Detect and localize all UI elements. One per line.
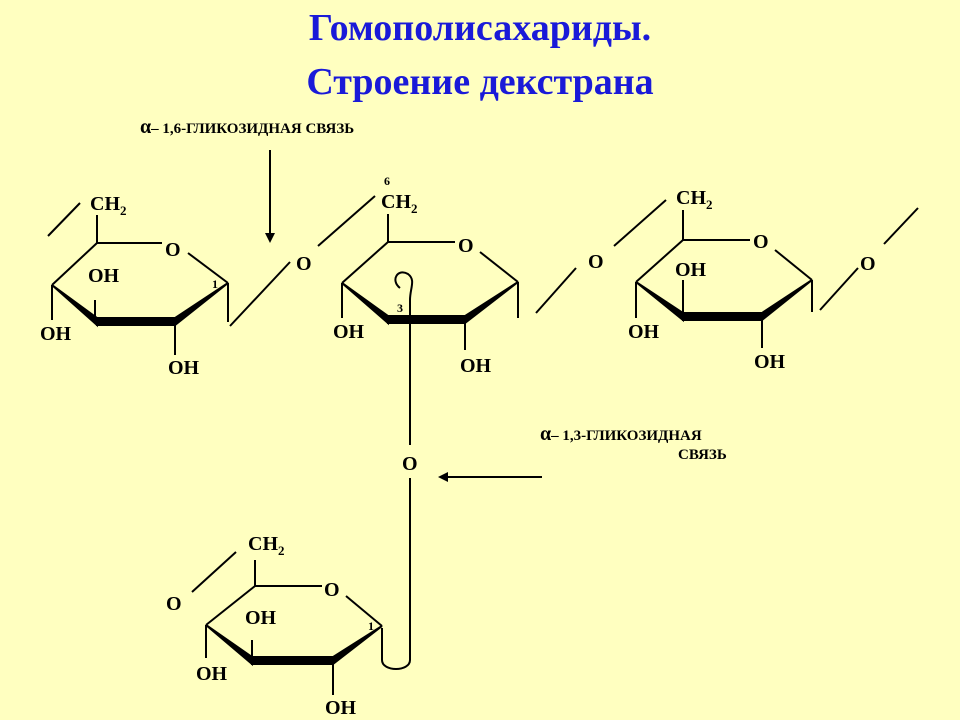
glycosidic-oxygen-label: O — [588, 251, 604, 273]
oh-label: OH — [754, 351, 786, 373]
glucose-ring-4 — [191, 551, 383, 695]
oh-label: OH — [40, 323, 72, 345]
oh-label: OH — [88, 265, 120, 287]
chain-bond — [47, 202, 81, 237]
glycosidic-bond — [229, 261, 291, 327]
ring-bond — [774, 249, 813, 281]
wedge-bond — [96, 317, 176, 326]
oh-label: OH — [460, 355, 492, 377]
wedge-bond — [205, 624, 253, 667]
oh-label: OH — [628, 321, 660, 343]
bond16-label: α– 1,6-ГЛИКОЗИДНАЯ СВЯЗЬ — [140, 116, 354, 138]
ring-oxygen-label: O — [753, 231, 769, 253]
wedge-bond — [464, 281, 519, 326]
glycosidic-oxygen-label: O — [860, 253, 876, 275]
carbon-number-6: 6 — [384, 174, 390, 188]
carbon-number-3: 3 — [397, 301, 403, 315]
oh-label: OH — [325, 697, 357, 719]
carbon-number-1: 1 — [212, 277, 218, 291]
wedge-bond — [174, 282, 229, 328]
wedge-bond — [761, 279, 813, 323]
wedge-bond — [51, 284, 98, 328]
glucose-ring-1 — [47, 202, 291, 355]
title-line-2: Строение декстрана — [306, 61, 654, 103]
oh-label: OH — [333, 321, 365, 343]
ring-oxygen-label: O — [458, 235, 474, 257]
glycosidic-bond — [317, 195, 376, 247]
glycosidic-oxygen-label: O — [166, 593, 182, 615]
glycosidic-bond — [613, 199, 667, 247]
wedge-bond — [251, 656, 334, 665]
bond13-label: α– 1,3-ГЛИКОЗИДНАЯ — [540, 423, 702, 445]
glucose-ring-3 — [635, 207, 919, 348]
branch-oxygen-label: O — [402, 453, 418, 475]
bond13-label-line2: СВЯЗЬ — [678, 447, 727, 463]
wedge-bond — [332, 625, 383, 667]
chain-bond — [883, 207, 919, 245]
wedge-bond — [682, 312, 763, 321]
glycosidic-oxygen-label: O — [296, 253, 312, 275]
ring-bond — [205, 585, 256, 626]
oh-label: OH — [245, 607, 277, 629]
ch2-label: CH2 — [90, 193, 127, 218]
wedge-bond — [341, 282, 389, 326]
glycosidic-bond — [535, 267, 577, 314]
ch2-label: CH2 — [248, 533, 285, 558]
oh-label: OH — [168, 357, 200, 379]
wedge-bond — [387, 315, 466, 324]
c3-glycosidic-bond — [394, 271, 414, 445]
ring-bond — [635, 239, 684, 283]
oh-label: OH — [675, 259, 707, 281]
c1-link-bond — [381, 628, 411, 670]
oh-label: OH — [196, 663, 228, 685]
ch2-label: CH2 — [676, 187, 713, 212]
wedge-bond — [635, 281, 684, 323]
glycosidic-bond — [191, 551, 237, 593]
glycosidic-bond — [819, 267, 859, 311]
carbon-number-1: 1 — [368, 619, 374, 633]
ring-bond — [341, 241, 389, 284]
ring-bond — [345, 595, 383, 627]
ch2-label: CH2 — [381, 191, 418, 216]
ring-bond — [51, 242, 98, 286]
glucose-ring-2 — [341, 214, 577, 670]
ring-oxygen-label: O — [165, 239, 181, 261]
ring-oxygen-label: O — [324, 579, 340, 601]
ring-bond — [187, 252, 229, 284]
ring-bond — [479, 251, 519, 283]
title-line-1: Гомополисахариды. — [308, 7, 652, 49]
